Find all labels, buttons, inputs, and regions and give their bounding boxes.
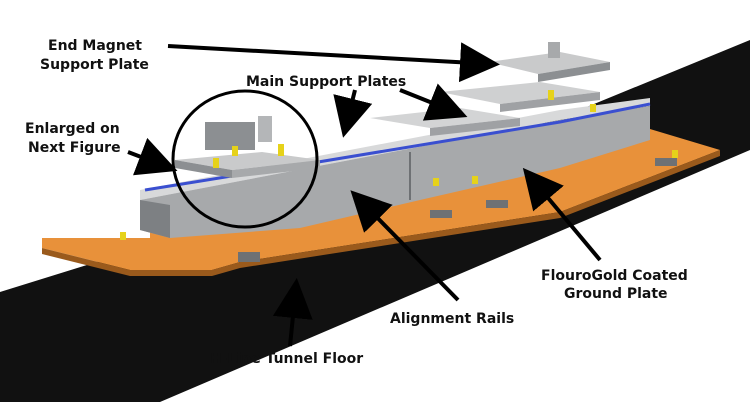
arrow-flourogold <box>522 167 602 262</box>
arrow-main-support-left <box>333 89 373 138</box>
label-alignment-rails: Alignment Rails <box>390 311 514 327</box>
arrow-tunnel-floor <box>272 278 313 347</box>
support-block-left-top <box>258 116 272 142</box>
support-plate-right <box>440 82 600 104</box>
label-end-magnet-1: End Magnet <box>48 38 142 54</box>
girder-side-shade <box>140 200 170 238</box>
arrow-enlarged <box>127 137 178 176</box>
label-enlarged-2: Next Figure <box>28 140 121 156</box>
arrow-end-magnet <box>167 42 500 83</box>
label-flourogold-2: Ground Plate <box>564 286 668 302</box>
support-plate-left <box>175 152 320 170</box>
arrow-main-support-right <box>399 83 468 121</box>
adjusters <box>120 90 678 240</box>
support-plate-mid-front <box>430 118 520 136</box>
arrow-alignment-rails <box>350 190 460 302</box>
alignment-rail-stripe <box>144 102 651 192</box>
end-magnet-plate-front <box>538 62 610 82</box>
leader-arrows <box>127 42 602 347</box>
foot-pads <box>238 158 677 262</box>
support-plate-right-front <box>500 92 600 112</box>
label-main-support-plates: Main Support Plates <box>246 74 406 90</box>
end-magnet-bracket <box>548 42 560 58</box>
girder-front <box>140 106 650 238</box>
label-tunnel-floor: H-Line Tunnel Floor <box>210 351 363 367</box>
support-plate-left-edge <box>175 160 232 178</box>
support-plate-left-front <box>232 160 320 178</box>
support-block-left <box>205 122 255 150</box>
label-flourogold-1: FlouroGold Coated <box>541 268 688 284</box>
label-end-magnet-2: Support Plate <box>40 57 149 73</box>
label-enlarged-1: Enlarged on <box>25 121 120 137</box>
end-magnet-plate <box>488 52 610 74</box>
